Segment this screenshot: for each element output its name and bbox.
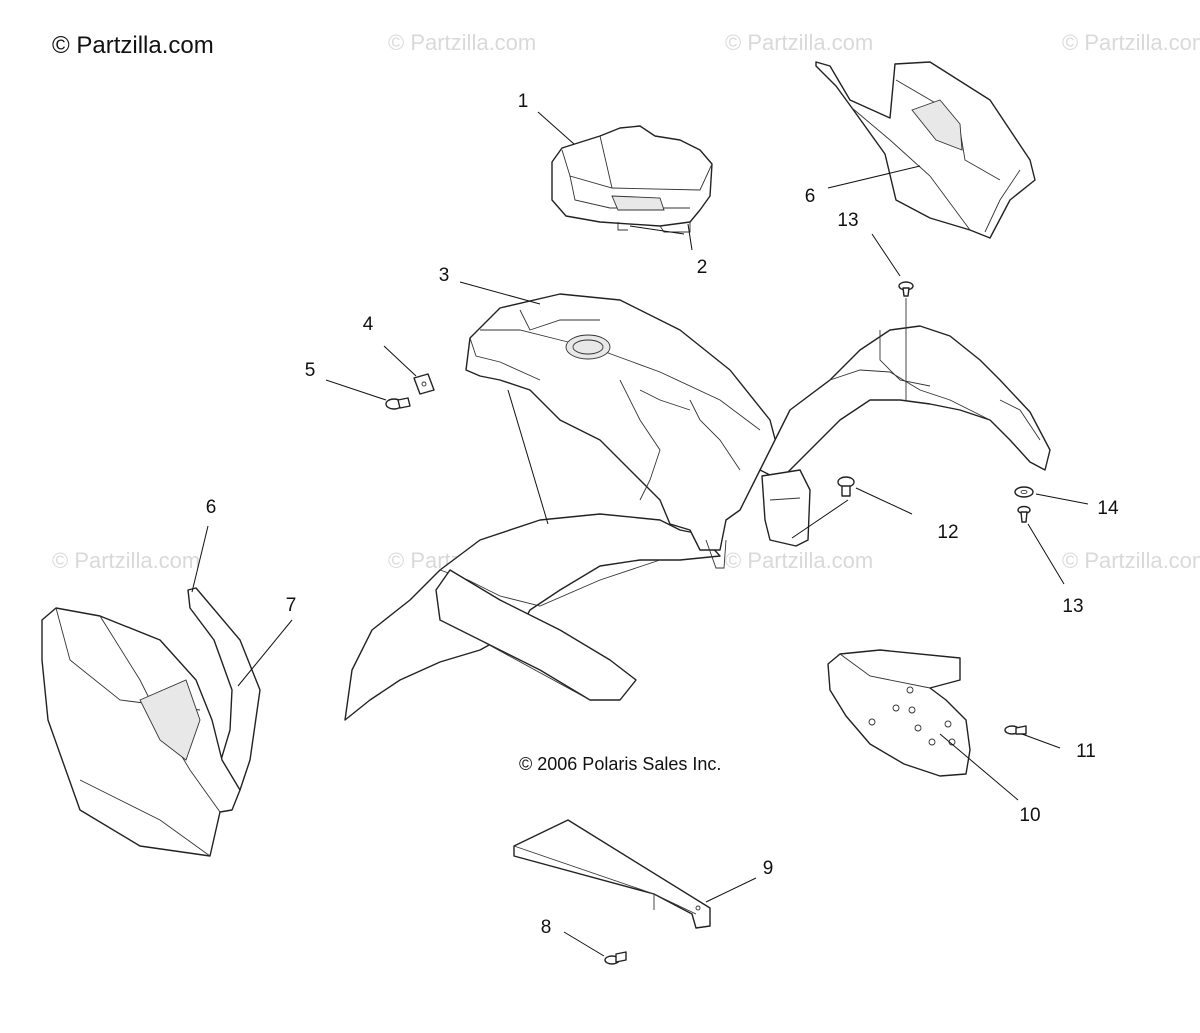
- callout-10: 10: [1019, 805, 1041, 826]
- part-11-screw: [1004, 725, 1027, 735]
- part-7-side-panel: [41, 607, 241, 857]
- faint-watermark: © Partzilla.com: [388, 30, 537, 55]
- callout-14: 14: [1097, 498, 1119, 519]
- faint-watermark: © Partzilla.com: [725, 30, 874, 55]
- part-13-screw-lower: [1017, 505, 1031, 523]
- callout-5: 5: [304, 360, 316, 381]
- faint-watermark: © Partzilla.com: [725, 548, 874, 573]
- callout-13-lower: 13: [1062, 596, 1084, 617]
- part-14-washer: [1014, 486, 1034, 498]
- part-13-screw-top: [898, 281, 914, 400]
- callout-8: 8: [540, 917, 552, 938]
- part-4-clip: [413, 373, 435, 395]
- faint-watermark: © Partzilla.com: [1062, 30, 1200, 55]
- callout-1: 1: [517, 91, 529, 112]
- partzilla-watermark: © Partzilla.com: [52, 32, 214, 59]
- part-1-dash-cover: [551, 125, 713, 233]
- faint-watermark: © Partzilla.com: [1062, 548, 1200, 573]
- part-6-side-panel-right: [815, 61, 1036, 239]
- part-10-heat-shield: [827, 649, 971, 777]
- callout-6-left: 6: [205, 497, 217, 518]
- faint-watermark: © Partzilla.com: [52, 548, 201, 573]
- callout-13-top: 13: [837, 210, 859, 231]
- part-5-push-rivet: [385, 397, 411, 410]
- copyright-notice: © 2006 Polaris Sales Inc.: [519, 754, 722, 774]
- callout-12: 12: [937, 522, 959, 543]
- callout-2: 2: [696, 257, 708, 278]
- callout-9: 9: [762, 858, 774, 879]
- part-9-shield: [513, 819, 711, 929]
- callout-3: 3: [438, 265, 450, 286]
- callout-6-top: 6: [804, 186, 816, 207]
- callout-leaders: [191, 111, 1089, 957]
- callout-4: 4: [362, 314, 374, 335]
- part-12-push-rivet: [837, 476, 855, 497]
- callout-7: 7: [285, 595, 297, 616]
- part-8-screw: [604, 951, 627, 965]
- part-3-front-cab: [344, 293, 1051, 721]
- callout-11: 11: [1076, 741, 1096, 762]
